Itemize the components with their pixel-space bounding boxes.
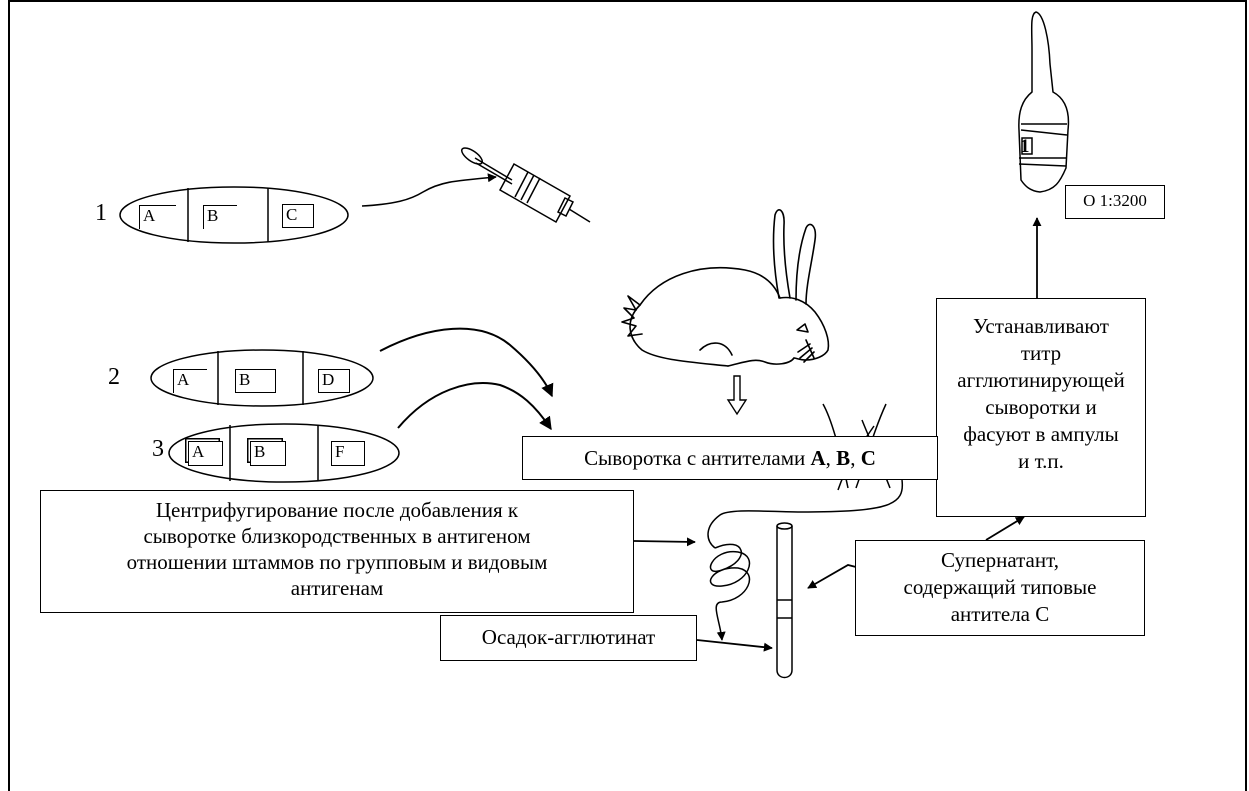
- centrifuge-coil: [709, 543, 751, 641]
- antibody-a: A: [810, 446, 826, 470]
- strain-3-antigen-b: B: [250, 441, 286, 466]
- supernatant-line-3: антитела С: [950, 602, 1050, 626]
- titer-line-3: агглютинирующей: [957, 368, 1125, 392]
- ampule-number: 1: [1020, 136, 1030, 157]
- centrifuge-box: Центрифугирование после добавления к сыв…: [40, 490, 634, 613]
- centrifuge-line-1: Центрифугирование после добавления к: [155, 498, 519, 522]
- supernatant-line-1: Супернатант,: [941, 548, 1059, 572]
- rabbit-icon: [621, 209, 830, 367]
- arrow-strain2-to-serum: [379, 327, 554, 398]
- strain-3-number: 3: [152, 436, 164, 462]
- titer-line-4: сыворотки и: [985, 395, 1097, 419]
- strain-2-antigen-b: B: [235, 369, 276, 393]
- titer-box: Устанавливают титр агглютинирующей сывор…: [936, 298, 1146, 517]
- arrow-strain1-to-syringe: [361, 173, 497, 207]
- syringe-icon: [461, 147, 591, 224]
- serum-sep-2: ,: [850, 446, 861, 470]
- antibody-b: B: [836, 446, 851, 470]
- strain-3-antigen-f: F: [331, 441, 365, 466]
- strain-1-antigen-b: B: [203, 205, 237, 229]
- strain-2-number: 2: [108, 364, 120, 390]
- serum-sep-1: ,: [825, 446, 837, 470]
- titer-line-2: титр: [1020, 341, 1062, 365]
- strain-1-antigen-a: A: [139, 205, 176, 229]
- arrow-sediment-to-tube: [696, 639, 773, 652]
- serum-box: Сыворотка с антителами A, B, C: [522, 436, 938, 480]
- strain-1-antigen-c: C: [282, 204, 314, 228]
- ampule-icon: [1018, 11, 1070, 193]
- titer-line-1: Устанавливают: [973, 314, 1109, 338]
- hollow-down-arrow: [726, 375, 748, 416]
- titer-line-5: фасуют в ампулы: [963, 422, 1119, 446]
- centrifuge-line-4: антигенам: [290, 576, 384, 600]
- test-tube-icon: [776, 522, 793, 679]
- sediment-box: Осадок-агглютинат: [440, 615, 697, 661]
- supernatant-box: Супернатант, содержащий типовые антитела…: [855, 540, 1145, 636]
- strain-1-number: 1: [95, 200, 107, 226]
- arrow-supernatant-to-tube: [807, 564, 857, 589]
- arrow-strain3-to-serum: [397, 382, 552, 431]
- strain-2-antigen-d: D: [318, 369, 350, 393]
- arrow-centrifuge-to-coil: [633, 537, 696, 547]
- centrifuge-line-3: отношении штаммов по групповым и видовым: [126, 550, 548, 574]
- serum-label: Сыворотка с антителами: [584, 446, 811, 470]
- antibody-c: C: [860, 446, 876, 470]
- strain-3-antigen-a: A: [188, 441, 223, 466]
- figure-frame: [8, 0, 1247, 791]
- ampule-titer-label: O 1:3200: [1065, 185, 1165, 219]
- strain-2-ellipse: [150, 349, 374, 407]
- supernatant-line-2: содержащий типовые: [903, 575, 1097, 599]
- serum-to-coil-line: [707, 479, 904, 549]
- titer-line-6: и т.п.: [1018, 449, 1064, 473]
- centrifuge-line-2: сыворотке близкородственных в антигеном: [143, 524, 531, 548]
- arrow-supernatant-to-titer: [985, 516, 1025, 541]
- strain-1-ellipse: [119, 186, 349, 244]
- strain-2-antigen-a: A: [173, 369, 207, 393]
- strain-3-ellipse: [168, 423, 400, 483]
